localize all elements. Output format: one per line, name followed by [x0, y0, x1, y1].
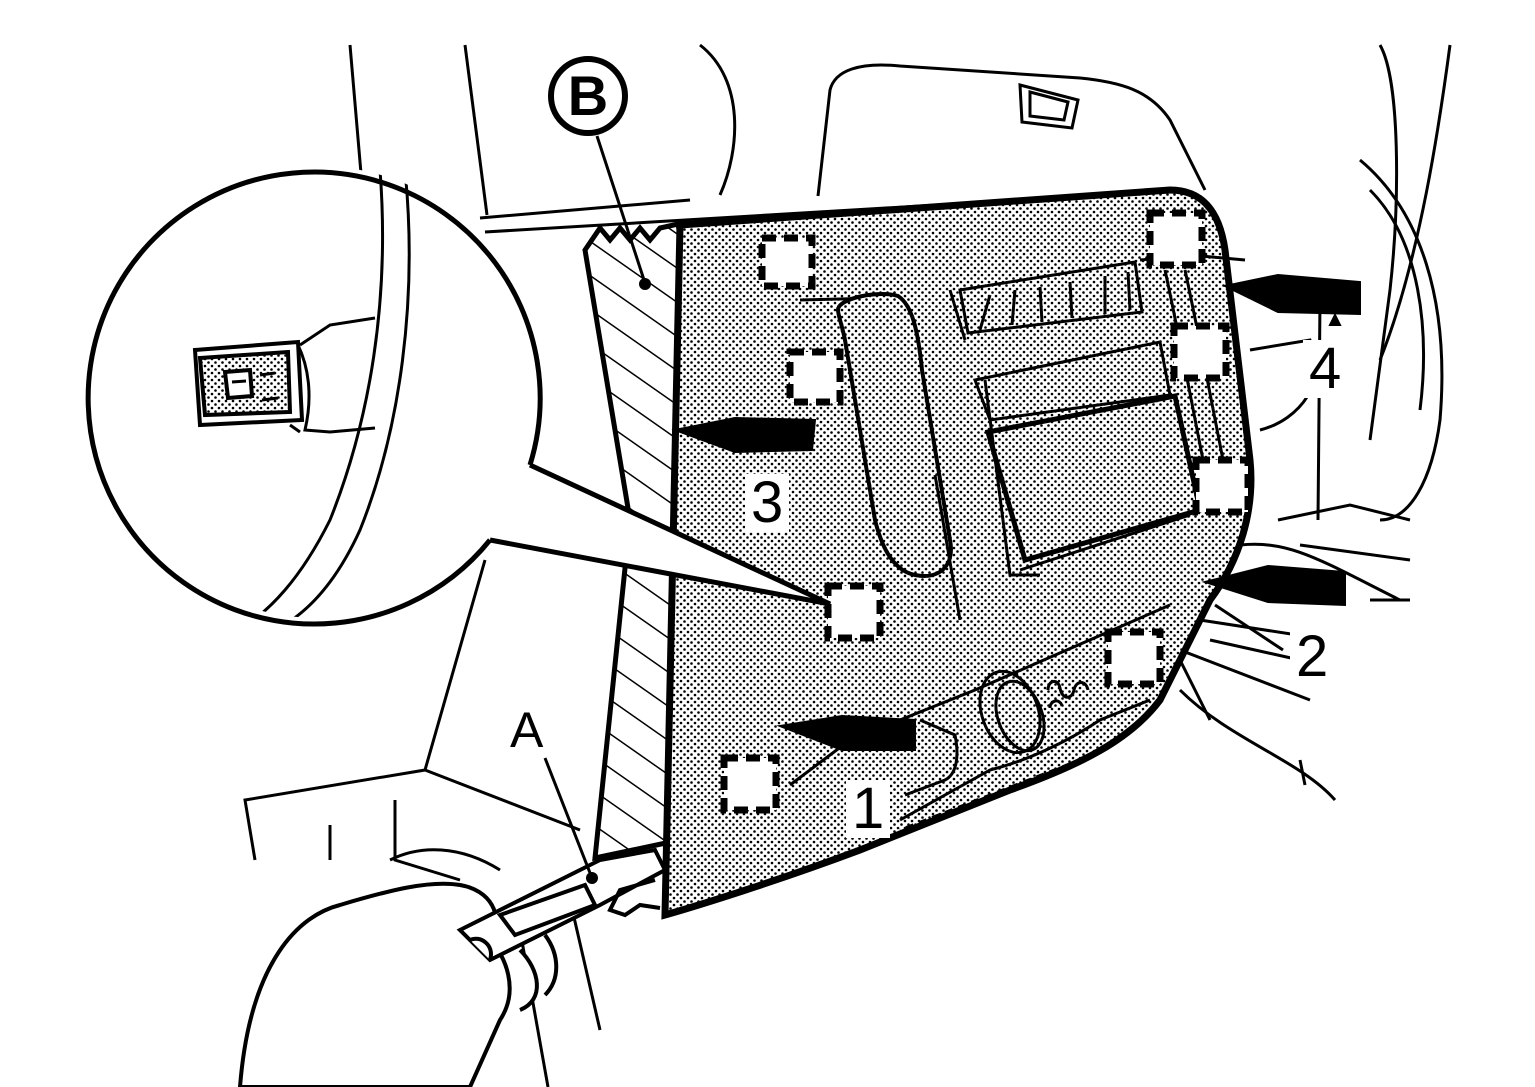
detail-magnifier-icon [85, 166, 832, 627]
clip-location-icon [720, 754, 780, 814]
clip-location-icon [1192, 456, 1252, 516]
removal-arrow-icon [1201, 564, 1346, 607]
clip-location-icon [758, 234, 816, 290]
leader-dot-a [586, 872, 598, 884]
leader-lines [543, 135, 1284, 879]
hand-and-tool [237, 847, 668, 1087]
leader-dot-b [639, 278, 651, 290]
callout-label-b: B [548, 56, 628, 136]
clip-markers [720, 209, 1252, 814]
step-number-4: 4 [1303, 340, 1348, 398]
clip-location-icon [1170, 322, 1230, 382]
callout-label-a: A [510, 702, 544, 758]
step-number-2: 2 [1290, 628, 1335, 686]
clip-location-icon [824, 582, 884, 642]
removal-arrow-icon [776, 714, 916, 751]
clip-location-icon [1146, 209, 1206, 269]
clip-location-icon [1104, 628, 1164, 688]
step-number-1: 1 [846, 780, 891, 838]
step-number-3: 3 [745, 474, 790, 532]
clip-location-icon [786, 348, 844, 406]
removal-arrow-icon [671, 416, 817, 454]
glove-box-details [789, 253, 1246, 832]
removal-arrows [671, 273, 1361, 751]
label-b-text: B [567, 64, 609, 127]
removal-arrow-icon [1221, 273, 1361, 316]
